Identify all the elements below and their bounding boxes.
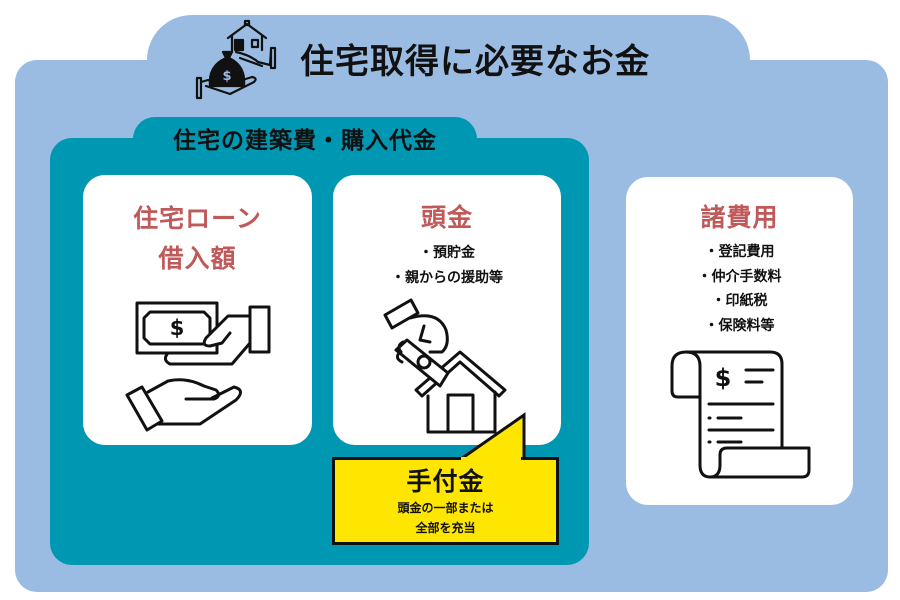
money-handover-icon: $ (125, 301, 271, 432)
loan-card-title-line1: 住宅ローン (133, 204, 262, 233)
down-payment-title: 頭金 (420, 203, 473, 232)
earnest-money-line: 頭金の一部または (397, 501, 494, 515)
loan-card-title-line2: 借入額 (158, 244, 237, 273)
svg-text:$: $ (222, 69, 231, 84)
construction-group-title: 住宅の建築費・購入代金 (173, 128, 437, 154)
page-title: 住宅取得に必要なお金 (300, 42, 650, 82)
down-payment-bullet: ・親からの援助等 (391, 269, 503, 286)
receipt-icon: $ (670, 350, 811, 479)
earnest-money-title: 手付金 (406, 467, 485, 496)
misc-costs-bullet: ・印紙税 (711, 293, 768, 309)
misc-costs-bullet: ・登記費用 (704, 244, 775, 260)
misc-costs-bullet: ・仲介手数料 (697, 268, 782, 285)
svg-text:$: $ (715, 364, 732, 392)
house-and-money-bag-hands-icon: $ (195, 19, 277, 100)
down-payment-bullet: ・預貯金 (419, 245, 475, 261)
misc-costs-bullet: ・保険料等 (704, 317, 775, 334)
callout-seam (461, 457, 521, 461)
earnest-money-line: 全部を充当 (415, 521, 476, 535)
misc-costs-title: 諸費用 (700, 203, 779, 232)
misc-costs-card: 諸費用 ・登記費用 ・仲介手数料 ・印紙税 ・保険料等 (626, 177, 853, 505)
callout-tail (453, 412, 526, 463)
house-deposit-icon (383, 298, 507, 434)
svg-text:$: $ (170, 316, 185, 340)
earnest-money-callout: 手付金 頭金の一部または 全部を充当 (332, 457, 559, 545)
